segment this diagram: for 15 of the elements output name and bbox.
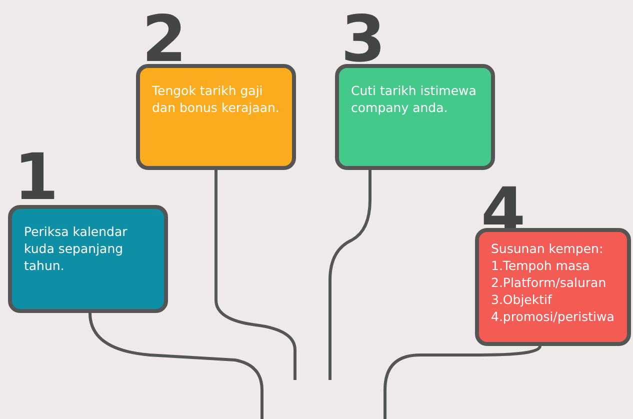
connector-line	[328, 170, 372, 380]
card-text: Periksa kalendar kuda sepanjang tahun.	[24, 223, 128, 274]
card-text: 1.Tempoh masa	[491, 257, 591, 274]
card-text: 4.promosi/peristiwa	[491, 308, 616, 325]
step-number: 3	[341, 10, 386, 70]
connector-line	[384, 345, 542, 419]
card-text: Susunan kempen:	[491, 240, 604, 257]
card-text: 3.Objektif	[491, 291, 554, 308]
card-text: Cuti tarikh istimewa company anda.	[351, 82, 478, 116]
step-number: 2	[142, 10, 187, 70]
card-text: 2.Platform/saluran	[491, 274, 608, 291]
connector-line	[88, 312, 264, 419]
card-text: Tengok tarikh gaji dan bonus kerajaan.	[152, 82, 280, 116]
step-number: 1	[14, 148, 59, 208]
connector-line	[214, 170, 296, 380]
